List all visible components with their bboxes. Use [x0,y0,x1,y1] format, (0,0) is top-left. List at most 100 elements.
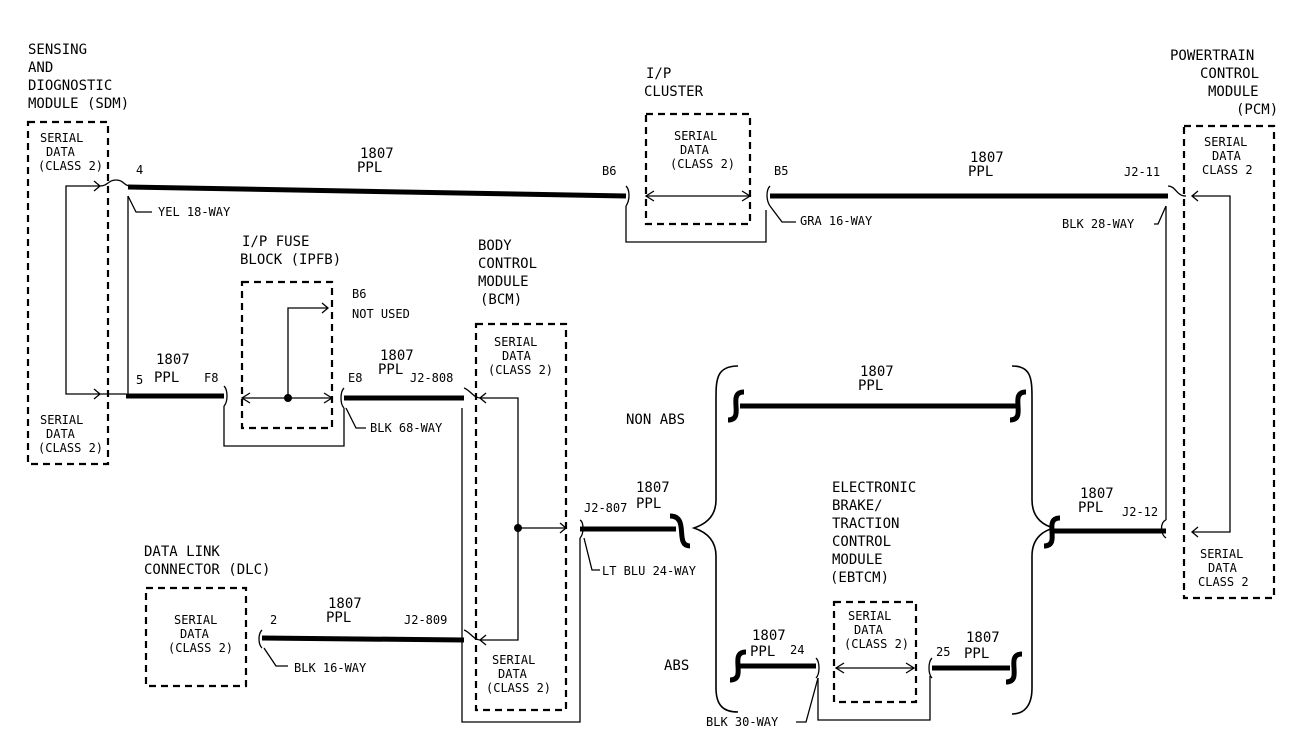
pin-j2-11: J2-11 [1124,165,1160,179]
pcm-box [1182,124,1276,600]
ebtcm-title-3: TRACTION [832,516,899,532]
ebtcm-serial-1: SERIAL [848,609,891,623]
blk16-connector-leader [263,647,288,667]
sdm-serial-top-1: SERIAL [40,131,83,145]
option-non-abs: NON ABS [626,412,685,428]
ip-cluster-module: I/P CLUSTER SERIAL DATA (CLASS 2) [625,66,767,243]
pin-4: 4 [136,163,143,177]
wire-abs-in-circuit: 1807 [752,628,786,644]
wire-top-right-circuit: 1807 [970,150,1004,166]
bcm-splice-dot [514,524,522,532]
bcm-serial-bottom-2: DATA [498,667,528,681]
ebtcm-module: ELECTRONIC BRAKE/ TRACTION CONTROL MODUL… [817,480,931,721]
pcm-title-1: POWERTRAIN [1170,48,1254,64]
cluster-serial-3: (CLASS 2) [670,157,735,171]
wire-abs-in-color: PPL [750,644,775,660]
wire-abs-out-circuit: 1807 [966,630,1000,646]
wire-non-abs-color: PPL [858,378,883,394]
pcm-serial-bottom-2: DATA [1208,561,1238,575]
connector-blk-68: BLK 68-WAY [370,421,443,435]
wire-top-left-circuit: 1807 [360,146,394,162]
bcm-internal-bus [480,397,519,641]
sdm-box [26,120,110,466]
ipfb-connector-body [223,406,345,447]
pin-e8: E8 [348,371,362,385]
wire-top-left-color: PPL [357,160,382,176]
dlc-title-1: DATA LINK [144,544,220,560]
yel-connector-leader [127,195,152,213]
sdm-serial-bottom-2: DATA [46,427,76,441]
wire-abs-out: 25 1807 PPL [928,630,1023,685]
dlc-serial-2: DATA [180,627,210,641]
bcm-serial-top-3: (CLASS 2) [488,363,553,377]
wire-ipfb-bcm-color: PPL [378,362,403,378]
bcm-serial-top-1: SERIAL [494,335,537,349]
wire-sdm-ipfb-circuit: 1807 [156,352,190,368]
wire-dlc-bcm-color: PPL [326,610,351,626]
left-option-brace [691,365,739,713]
pcm-title-2: CONTROL [1200,66,1259,82]
pcm-title-3: MODULE [1208,84,1259,100]
ebtcm-serial-3: (CLASS 2) [844,637,909,651]
pcm-title-4: (PCM) [1236,102,1278,118]
pin-2: 2 [270,613,277,627]
cluster-connector-body [625,206,767,243]
bcm-serial-bottom-1: SERIAL [492,653,535,667]
connector-lt-blu-24: LT BLU 24-WAY [602,564,697,578]
ebtcm-title-2: BRAKE/ [832,498,883,514]
bcm-serial-bottom-3: (CLASS 2) [486,681,551,695]
pcm-serial-top-2: DATA [1212,149,1242,163]
bcm-serial-top-2: DATA [502,349,532,363]
ipfb-title-1: I/P FUSE [242,234,309,250]
sdm-title-line-2: AND [28,60,53,76]
pin-25: 25 [936,645,950,659]
sdm-serial-bottom-3: (CLASS 2) [38,441,103,455]
bcm-module: BODY CONTROL MODULE (BCM) SERIAL DATA (C… [461,238,581,723]
dlc-box [144,586,248,688]
wire-dlc-bcm-circuit: 1807 [328,596,362,612]
sdm-module: SENSING AND DIOGNOSTIC MODULE (SDM) SERI… [26,42,129,466]
bcm-box [474,322,568,712]
wire-bcm-to-abs: J2-807 1807 PPL LT BLU 24-WAY [579,480,1167,578]
pin-b6-cluster: B6 [602,164,616,178]
blk68-connector-leader [345,407,366,429]
wire-abs-out-color: PPL [964,646,989,662]
ebtcm-title-6: (EBTCM) [830,570,889,586]
ebtcm-title-1: ELECTRONIC [832,480,916,496]
sdm-serial-bottom-1: SERIAL [40,413,83,427]
cluster-serial-1: SERIAL [674,129,717,143]
bcm-title-1: BODY [478,238,512,254]
wire-bcm-out-color: PPL [636,496,661,512]
wire-cluster-to-pcm: B5 1807 PPL J2-11 GRA 16-WAY BLK 28-WAY [766,150,1187,520]
sdm-title-line-4: MODULE (SDM) [28,96,129,112]
wire-bcm-out-break [669,513,691,549]
cluster-box [644,112,752,226]
ebtcm-title-5: MODULE [832,552,883,568]
pcm-internal-link [1192,195,1231,533]
pcm-serial-bottom-3: CLASS 2 [1198,575,1249,589]
dlc-title-2: CONNECTOR (DLC) [144,562,270,578]
sdm-title-line-1: SENSING [28,42,87,58]
wire-ipfb-to-bcm: E8 1807 PPL J2-808 BLK 68-WAY [340,348,481,435]
wire-sdm-to-cluster: 4 1807 PPL B6 YEL 18-WAY [99,146,630,394]
wire-abs-in: 1807 PPL 24 BLK 30-WAY [706,628,820,729]
ipfb-note-2: NOT USED [352,307,410,321]
bcm-title-3: MODULE [478,274,529,290]
ipfb-title-2: BLOCK (IPFB) [240,252,341,268]
dlc-serial-1: SERIAL [174,613,217,627]
sdm-title-line-3: DIOGNOSTIC [28,78,112,94]
sdm-serial-top-3: (CLASS 2) [38,159,103,173]
wire-non-abs-jumper: 1807 PPL [727,364,1027,423]
pin-24: 24 [790,643,804,657]
dlc-serial-3: (CLASS 2) [168,641,233,655]
ipfb-module: I/P FUSE BLOCK (IPFB) B6 NOT USED [223,234,410,447]
wire-abs-to-pcm: 1807 PPL J2-12 [1043,486,1166,549]
sdm-serial-top-2: DATA [46,145,76,159]
pin-j2-807: J2-807 [584,501,627,515]
ipfb-splice-dot [284,394,292,402]
ebtcm-title-4: CONTROL [832,534,891,550]
sdm-internal-link [65,185,100,395]
pcm-serial-top-3: CLASS 2 [1202,163,1253,177]
ipfb-note-1: B6 [352,287,366,301]
